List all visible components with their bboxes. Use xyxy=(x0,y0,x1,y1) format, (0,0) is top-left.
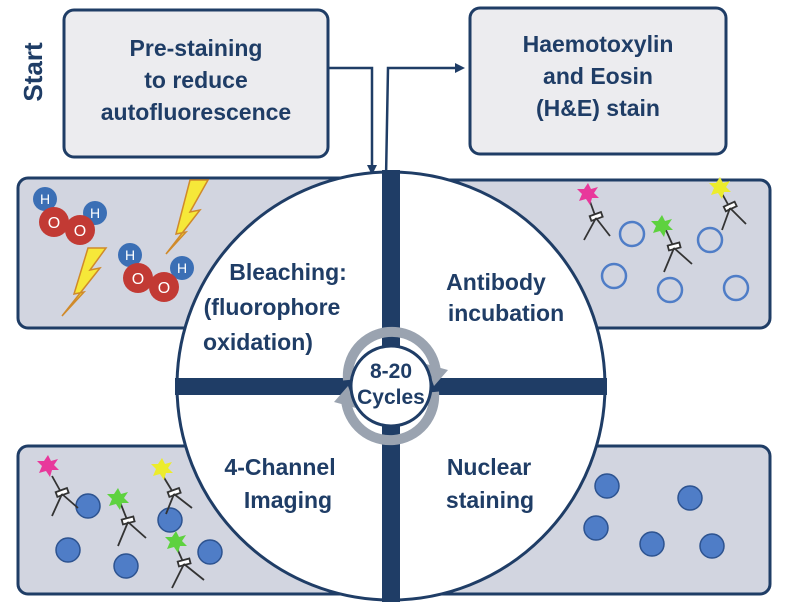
he-line-2: and Eosin xyxy=(543,63,653,89)
start-label: Start xyxy=(18,42,48,102)
bleaching-line-1: Bleaching: xyxy=(229,259,347,285)
prestain-line-3: autofluorescence xyxy=(101,99,291,125)
antibody-icon xyxy=(663,227,693,273)
fluorophore-star-icon xyxy=(37,455,59,477)
cycle-arrow-icon xyxy=(334,386,356,408)
nuclear-line-2: staining xyxy=(446,487,534,513)
cell-nucleus-icon xyxy=(157,507,183,533)
antibody-line-1: Antibody xyxy=(446,269,546,295)
cell-nucleus-icon xyxy=(639,531,665,557)
nuclear-line-1: Nuclear xyxy=(447,454,531,480)
imaging-panel-nuclei xyxy=(55,493,223,579)
cycle-arrow-icon xyxy=(341,391,440,446)
he-stain-box: Haemotoxylin and Eosin (H&E) stain xyxy=(468,6,728,156)
fluorophore-star-icon xyxy=(709,177,731,199)
fluorophore-star-icon xyxy=(107,488,129,510)
cell-nucleus-icon xyxy=(722,274,750,302)
cell-nucleus-icon xyxy=(699,533,725,559)
hydrogen-peroxide-molecule-icon: H H O O xyxy=(33,187,107,245)
atom-o-label: O xyxy=(48,215,60,232)
cell-nucleus-icon xyxy=(677,485,703,511)
fluorophore-star-icon xyxy=(651,215,673,237)
antibody-panel-nuclei xyxy=(600,220,750,304)
cell-nucleus-icon xyxy=(594,473,620,499)
atom-o-label: O xyxy=(132,271,144,288)
antibody-quadrant: Antibody incubation xyxy=(446,269,564,326)
lightning-bolt-icon xyxy=(61,247,108,317)
cell-nucleus-icon xyxy=(75,493,101,519)
he-line-3: (H&E) stain xyxy=(536,95,660,121)
cell-nucleus-icon xyxy=(696,226,724,254)
cycle-to-he-arrow xyxy=(384,63,465,179)
atom-h-label: H xyxy=(125,247,135,263)
atom-h-label: H xyxy=(177,260,187,276)
imaging-line-1: 4-Channel xyxy=(224,454,335,480)
cell-nucleus-icon xyxy=(583,515,609,541)
imaging-quadrant: 4-Channel Imaging xyxy=(224,454,335,513)
atom-o-label: O xyxy=(74,223,86,240)
fluorophore-star-icon xyxy=(577,183,599,205)
antibody-icon xyxy=(51,475,79,517)
fluorophore-star-icon xyxy=(165,531,187,553)
atom-h-label: H xyxy=(40,191,50,207)
hydrogen-peroxide-molecule-icon: H H O O xyxy=(118,243,194,302)
cycle-count: 8-20 xyxy=(370,360,412,383)
antibody-icon xyxy=(171,545,205,589)
cycle-arrow-icon xyxy=(426,364,448,386)
prestain-line-2: to reduce xyxy=(144,67,248,93)
prestain-line-1: Pre-staining xyxy=(130,35,263,61)
cell-nucleus-icon xyxy=(55,537,81,563)
cell-nucleus-icon xyxy=(656,276,684,304)
antibody-icon xyxy=(117,501,147,547)
cell-nucleus-icon xyxy=(600,262,628,290)
bleaching-line-2: (fluorophore xyxy=(204,294,341,320)
cell-nucleus-icon xyxy=(618,220,646,248)
cycle-center: 8-20 Cycles xyxy=(334,326,448,446)
atom-h-label: H xyxy=(90,205,100,221)
atom-o-label: O xyxy=(158,280,170,297)
cycle-arrow-icon xyxy=(342,326,441,381)
cycle-word: Cycles xyxy=(357,386,425,409)
bleaching-quadrant: Bleaching: (fluorophore oxidation) xyxy=(203,259,347,355)
cell-nucleus-icon xyxy=(197,539,223,565)
bleaching-line-3: oxidation) xyxy=(203,329,313,355)
antibody-line-2: incubation xyxy=(448,300,564,326)
nuclear-panel-nuclei xyxy=(583,473,725,559)
imaging-line-2: Imaging xyxy=(244,487,332,513)
fluorophore-star-icon xyxy=(151,458,173,480)
antibody-icon xyxy=(162,475,193,515)
prestain-to-cycle-arrow xyxy=(329,66,377,175)
he-line-1: Haemotoxylin xyxy=(523,31,674,57)
prestain-box: Pre-staining to reduce autofluorescence xyxy=(62,8,330,159)
nuclear-quadrant: Nuclear staining xyxy=(446,454,534,513)
cell-nucleus-icon xyxy=(113,553,139,579)
lightning-bolt-icon xyxy=(165,179,210,255)
